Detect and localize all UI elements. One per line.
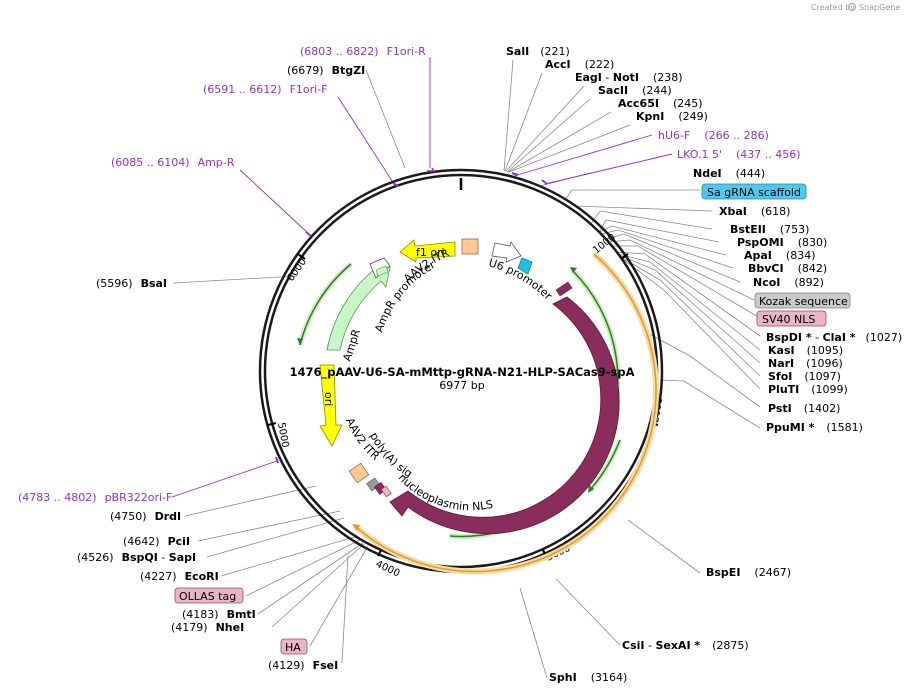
boxed-feature-labels: Sa gRNA scaffold Kozak sequence SV40 NLS… [174, 183, 851, 655]
site-ppumi[interactable]: PpuMI *(1581) [766, 421, 863, 434]
snapgene-logo-icon [847, 2, 857, 12]
site-bbvci[interactable]: BbvCI(842) [748, 262, 827, 275]
kozak-sequence-label: Kozak sequence [759, 295, 848, 308]
sv40-nls-label: SV40 NLS [762, 313, 815, 326]
ha-label: HA [285, 641, 301, 654]
site-fsei[interactable]: (4129)FseI [268, 659, 338, 672]
f1-ori-arrow[interactable] [399, 239, 456, 263]
ampr-arrow[interactable] [326, 266, 391, 351]
site-acc65i[interactable]: Acc65I(245) [618, 97, 703, 110]
site-sacii[interactable]: SacII(244) [598, 84, 672, 97]
ampr-promoter-segment [375, 265, 389, 277]
ori-arrow[interactable] [319, 364, 343, 447]
site-acci[interactable]: AccI(222) [545, 58, 614, 71]
site-bsteii[interactable]: BstEII(753) [730, 223, 809, 236]
site-pspomi[interactable]: PspOMI(830) [737, 236, 827, 249]
sa-grna-scaffold-box[interactable] [701, 183, 807, 200]
sa-grna-scaffold-label: Sa gRNA scaffold [707, 186, 801, 199]
primer-hu6-f[interactable]: hU6-F(266 .. 286) [658, 129, 769, 142]
sacas9-arrow[interactable] [389, 296, 620, 535]
aav2-itr-box-lower[interactable] [348, 462, 370, 484]
primer-amp-r[interactable]: (6085 .. 6104)Amp-R [111, 156, 235, 169]
site-bmti[interactable]: (4183)BmtI [182, 608, 256, 621]
site-ncoi[interactable]: NcoI(892) [753, 276, 824, 289]
site-pluti[interactable]: PluTI(1099) [768, 383, 848, 396]
ori-label: ori [322, 392, 335, 406]
site-nhei[interactable]: (4179)NheI [171, 621, 244, 634]
site-pcii[interactable]: (4642)PciI [123, 535, 190, 548]
site-drdi[interactable]: (4750)DrdI [110, 510, 181, 523]
primer-labels: (6803 .. 6822)F1ori-R (6591 .. 6612)F1or… [18, 45, 801, 504]
primer-pbr322ori-f[interactable]: (4783 .. 4802)pBR322ori-F [18, 491, 172, 504]
primer-f1ori-f[interactable]: (6591 .. 6612)F1ori-F [203, 83, 328, 96]
site-eagi-noti[interactable]: EagI - NotI(238) [575, 71, 683, 84]
primer-lko1-5[interactable]: LKO.1 5'(437 .. 456) [677, 148, 801, 161]
tick-label-6000: 6000 [285, 257, 309, 284]
site-sali[interactable]: SalI(221) [506, 45, 570, 58]
f1-ori-label: f1 ori [416, 246, 445, 259]
sa-grna-scaffold-segment[interactable] [517, 257, 533, 275]
site-ecori[interactable]: (4227)EcoRI [140, 570, 219, 583]
site-kasi[interactable]: KasI(1095) [768, 344, 843, 357]
site-kpni[interactable]: KpnI(249) [636, 110, 708, 123]
plasmid-name: 1476_pAAV-U6-SA-mMttp-gRNA-N21-HLP-SACas… [289, 365, 634, 380]
site-sfoi[interactable]: SfoI(1097) [768, 370, 841, 383]
tick-label-5000: 5000 [275, 422, 290, 449]
aav2-itr-box[interactable] [461, 238, 479, 255]
sv40-nls-segment[interactable] [555, 281, 573, 297]
site-bspqi-sapi[interactable]: (4526)BspQI - SapI [77, 551, 196, 564]
site-bspdi-clai[interactable]: BspDI * - ClaI *(1027) [766, 331, 902, 344]
orange-orf-arc [352, 251, 660, 575]
brand-name: SnapGene [859, 3, 900, 12]
site-ndei[interactable]: NdeI(444) [693, 167, 765, 180]
site-apai[interactable]: ApaI(834) [744, 249, 816, 262]
site-bspei[interactable]: BspEI(2467) [706, 566, 791, 579]
sv40-nls-box[interactable] [756, 310, 827, 327]
ha-box[interactable] [280, 638, 308, 655]
site-btgzi[interactable]: (6679)BtgZI [287, 64, 365, 77]
primer-marks [275, 167, 548, 464]
site-bsai[interactable]: (5596)BsaI [96, 277, 167, 290]
restriction-sites-left: (6679)BtgZI (5596)BsaI (4750)DrdI (4642)… [77, 64, 365, 672]
primer-f1ori-r[interactable]: (6803 .. 6822)F1ori-R [300, 45, 426, 58]
ollas-segment[interactable] [380, 485, 392, 498]
created-by-text: Created by [811, 3, 855, 12]
site-sphi[interactable]: SphI(3164) [549, 671, 627, 684]
primer-leader-lines [171, 57, 673, 498]
kozak-sequence-box[interactable] [754, 292, 851, 309]
ollas-tag-label: OLLAS tag [179, 590, 236, 603]
site-nari[interactable]: NarI(1096) [768, 357, 843, 370]
restriction-sites-right: SalI(221) AccI(222) EagI - NotI(238) Sac… [506, 45, 902, 684]
site-psti[interactable]: PstI(1402) [768, 402, 840, 415]
plasmid-length: 6977 bp [439, 379, 484, 392]
site-xbai[interactable]: XbaI(618) [719, 205, 790, 218]
site-csii-sexai[interactable]: CsiI - SexAI *(2875) [622, 639, 749, 652]
u6-promoter-arrow[interactable] [491, 241, 522, 263]
ollas-tag-box[interactable] [174, 587, 244, 604]
